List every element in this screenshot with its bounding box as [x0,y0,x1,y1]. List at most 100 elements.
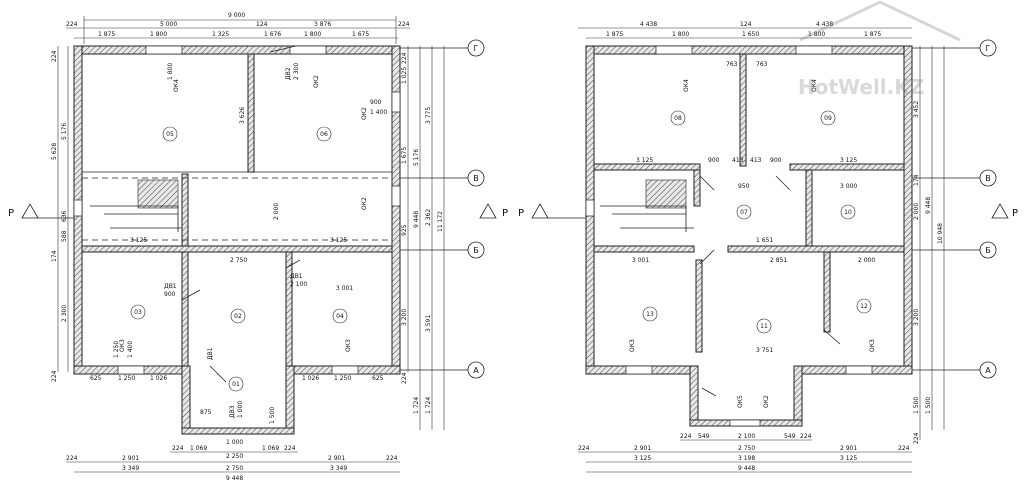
dim-left-r-11: 3 591 [425,315,432,332]
label-right-ok4-b: ОК4 [811,79,818,92]
dim-right-bot-m4: 2 901 [840,445,857,452]
dim-right-bot-d4: 549 [784,433,796,440]
dim-left-inner-4: 3 001 [336,285,353,292]
dim-right-top-d1: 1 875 [606,31,623,38]
dim-right-r-9: 224 [913,432,920,444]
dim-right-inner-13: 3 751 [756,347,773,354]
dim-right-bot-d1: 224 [680,433,692,440]
dim-left-side-6: 2 300 [61,305,68,322]
dim-right-top-d3: 1 650 [742,31,759,38]
left-interior-walls [81,53,393,367]
room-05: 05 [166,131,174,138]
axis-left-v: В [473,174,479,183]
right-inner-dimensions: 3 125 900 413 413 900 3 125 950 3 000 1 … [632,61,875,354]
label-right-ok3-a: ОК3 [629,339,636,352]
dim-left-r-5: 3 775 [425,107,432,124]
left-rooms: 05 06 03 02 04 01 [130,126,348,392]
dim-left-top-detail-2: 1 800 [150,31,167,38]
dim-left-bot-d1: 224 [172,445,184,452]
section-right-b: Р [1012,208,1018,219]
dim-left-inner-8: 1 500 [269,407,276,424]
label-right-ok2: ОК2 [763,395,770,408]
dim-left-bot-d2: 1 069 [190,445,207,452]
dim-left-inner-13: 1 250 [334,375,351,382]
window-ok2-left-top [289,45,327,55]
dim-left-side-1: 224 [51,50,58,62]
dim-right-bot-d2: 549 [698,433,710,440]
dim-left-r-9: 11 172 [437,211,444,232]
dim-left-bot-o1: 3 349 [122,465,139,472]
dim-left-bot-d5: 224 [284,445,296,452]
dim-right-bot-m5: 224 [898,445,910,452]
dim-left-top-part-c: 3 876 [314,21,331,28]
label-left-ok2-w: 900 [370,99,382,106]
dim-left-bot-m3: 2 901 [328,455,345,462]
dim-right-bot-o2: 3 198 [738,455,755,462]
dim-right-bot-d3: 2 100 [738,433,755,440]
axis-right-a: А [985,366,991,375]
dim-left-side-5: 588 [61,230,68,242]
dim-right-top-1: 4 438 [640,21,657,28]
room-02: 02 [234,313,242,320]
axis-right-v: В [985,174,991,183]
dim-left-inner-9: 1 000 [226,439,243,446]
dim-right-r-7: 1 500 [913,397,920,414]
dim-right-inner-5: 900 [770,157,782,164]
dim-right-inner-1: 3 125 [636,157,653,164]
room-10: 10 [844,209,852,216]
dim-right-r-1: 3 452 [913,101,920,118]
dim-right-bot-m2: 2 901 [634,445,651,452]
dim-left-top-overall: 9 000 [228,12,245,19]
right-side-dimensions: 3 452 174 2 000 3 200 9 448 10 948 1 500… [913,46,945,444]
dim-right-bot-o1: 3 125 [634,455,651,462]
right-doors [699,175,841,397]
dim-left-inner-7: 875 [200,409,212,416]
right-windows [585,45,873,427]
window-ok3-left-a [117,365,145,375]
dim-right-r-5: 9 448 [925,197,932,214]
label-left-ok3-b: ОК3 [345,339,352,352]
label-left-ok3-h: 1 400 [127,341,134,358]
dim-right-top-d2: 1 800 [672,31,689,38]
label-left-ok3-a: ОК3 [119,339,126,352]
dim-left-bot-m2: 2 901 [122,455,139,462]
dim-left-r-13: 1 724 [413,397,420,414]
dim-left-bot-m1: 224 [66,455,78,462]
dim-left-side-3: 5 176 [61,123,68,140]
room-01: 01 [232,381,240,388]
dim-left-inner-12: 1 026 [302,375,319,382]
left-right-dimensions: 224 1 025 1 675 5 176 3 775 925 2 362 9 … [401,46,445,430]
label-left-door-b: ДВ1 [290,273,303,280]
axis-right-g: Г [986,44,991,53]
left-top-dimensions: 9 000 224 5 000 124 3 876 224 1 875 1 80… [66,12,410,44]
dim-left-side-4: 636 [61,210,68,222]
axis-left-b: Б [473,246,479,255]
right-axis-markers: Г В Б А [912,39,997,379]
dim-right-inner-9: 1 651 [756,237,773,244]
left-floor-plan: 9 000 224 5 000 124 3 876 224 1 875 1 80… [8,12,508,482]
dim-right-bot-m3: 2 750 [738,445,755,452]
axis-right-b: Б [985,246,991,255]
dim-left-bot-d3: 2 250 [226,453,243,460]
dim-left-side-8: 174 [51,250,58,262]
right-window-labels: ОК4 ОК4 ОК3 ОК3 ОК5 ОК2 [629,79,876,408]
dim-right-inner-11: 2 851 [770,257,787,264]
left-section-markers: Р Р [8,203,508,219]
label-left-door-e-w: 1 000 [237,401,244,418]
dim-left-top-part-b: 124 [256,21,268,28]
dim-right-bot-d5: 224 [800,433,812,440]
dim-left-inner-14: 625 [90,375,102,382]
dim-right-inner-6: 3 125 [840,157,857,164]
dim-left-inner-11: 1 026 [150,375,167,382]
axis-left-g: Г [474,44,479,53]
dim-left-inner-10: 1 250 [118,375,135,382]
dim-left-inner-3: 2 750 [230,257,247,264]
dim-left-top-wall-b: 224 [398,21,410,28]
dim-right-r-6: 10 948 [937,223,944,244]
window-ok4-left [145,45,183,55]
dim-left-top-detail-4: 1 676 [264,31,281,38]
window-ok3-left-b [331,365,359,375]
dim-left-r-12: 224 [401,372,408,384]
label-left-door-b-h: 2 100 [290,281,307,288]
right-section-markers: Р Р [518,203,1018,219]
